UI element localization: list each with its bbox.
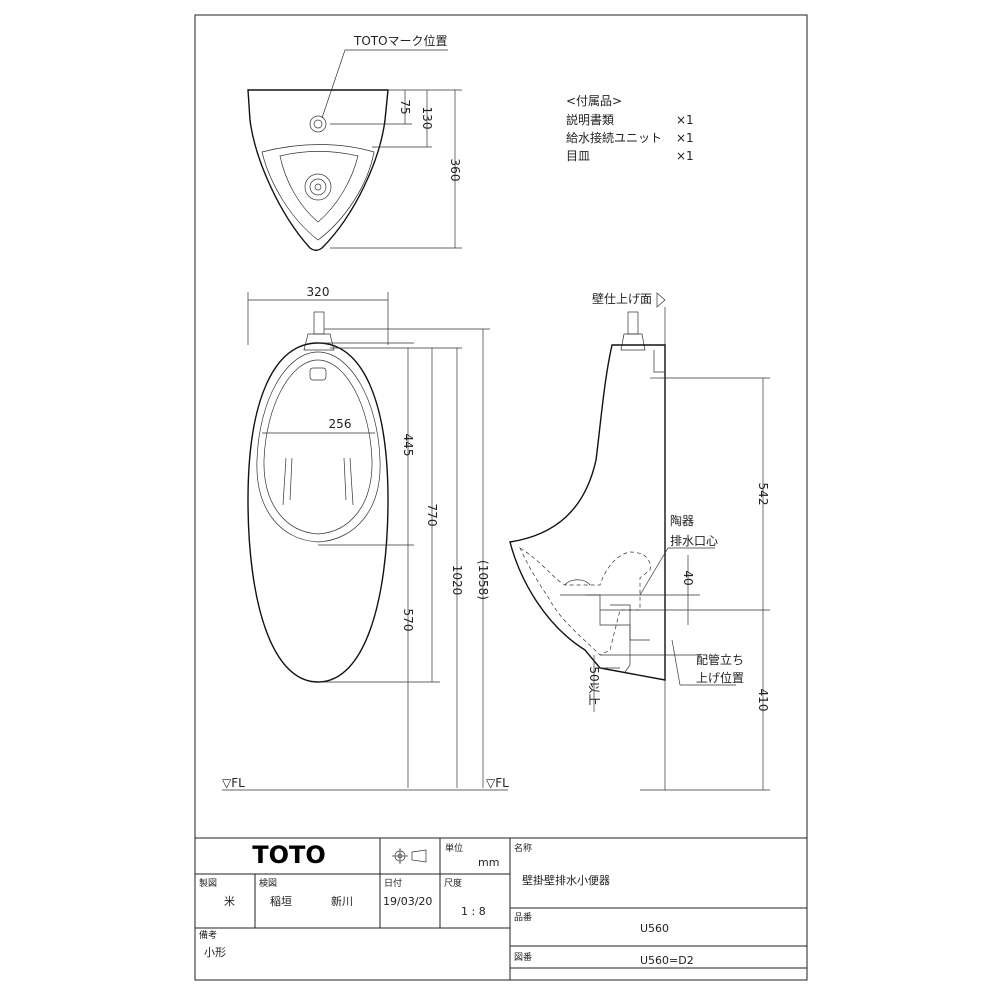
drawing-label: 図番 xyxy=(514,951,532,963)
top-view-bowl xyxy=(261,144,375,241)
check-value-1: 稲垣 xyxy=(270,895,292,908)
top-view-bowl-inner xyxy=(279,151,359,223)
check-label: 検図 xyxy=(259,877,277,889)
dim-570: 570 xyxy=(401,609,415,632)
remarks-value: 小形 xyxy=(204,946,226,959)
accessory-qty: ×1 xyxy=(676,131,694,145)
supply-spud xyxy=(303,333,335,351)
outlet-label-2: 排水口心 xyxy=(670,534,718,548)
side-supply-pipe xyxy=(627,311,639,335)
drawing-value: U560=D2 xyxy=(640,954,694,967)
outlet-label-1: 陶器 xyxy=(670,513,694,528)
accessory-qty: ×1 xyxy=(676,149,694,163)
design-label: 製図 xyxy=(199,877,217,889)
fl-label-mid: ▽FL xyxy=(486,776,509,790)
dim-360: 360 xyxy=(448,159,462,182)
drain-inner-circle xyxy=(314,183,322,191)
dim-256: 256 xyxy=(329,417,352,431)
title-block: TOTO 単位 mm 名称 壁掛壁排水小便器 製図 米 検図 稲垣 新川 日付 … xyxy=(194,837,808,981)
front-view: 320 256 445 570 770 1020 (1058) xyxy=(222,285,509,791)
top-view: TOTOマーク位置 75 130 360 xyxy=(247,33,462,251)
toto-mark-leader xyxy=(321,49,448,119)
dim-1058: (1058) xyxy=(476,560,490,600)
wall-finish-label: 壁仕上げ面 xyxy=(592,291,652,306)
side-view-outline xyxy=(509,344,666,681)
drain-mid-circle xyxy=(309,178,327,196)
dim-410: 410 xyxy=(756,689,770,712)
check-value-2: 新川 xyxy=(331,894,353,908)
front-view-bowl-inner xyxy=(263,359,373,535)
toto-logo: TOTO xyxy=(252,841,326,869)
accessory-qty: ×1 xyxy=(676,113,694,127)
dim-320: 320 xyxy=(307,285,330,299)
dim-130: 130 xyxy=(420,107,434,130)
remarks-label: 備考 xyxy=(199,929,217,941)
accessories-heading: <付属品> xyxy=(566,94,622,108)
name-label: 名称 xyxy=(514,842,532,854)
dim-75: 75 xyxy=(398,99,412,114)
dim-50-min: 50以上 xyxy=(587,666,601,705)
spreader xyxy=(309,367,327,381)
product-label: 品番 xyxy=(514,911,532,923)
side-view: 壁仕上げ面 陶器 排水口心 542 410 40 50以上 配管 xyxy=(509,291,770,791)
date-value: 19/03/20 xyxy=(383,895,432,908)
fl-label-left: ▽FL xyxy=(222,776,245,790)
unit-label: 単位 xyxy=(445,842,463,854)
drain-outer-circle xyxy=(304,173,332,201)
toto-mark-label: TOTOマーク位置 xyxy=(353,33,448,48)
trap-internal xyxy=(519,547,651,656)
date-label: 日付 xyxy=(384,878,402,889)
front-view-bowl-rim xyxy=(256,351,381,543)
dim-40: 40 xyxy=(681,570,695,585)
riser-label-1: 配管立ち xyxy=(696,652,744,667)
top-view-supply-center xyxy=(313,119,323,129)
accessories-list: <付属品> 説明書類 ×1 給水接続ユニット ×1 目皿 ×1 xyxy=(566,94,694,163)
accessory-name: 給水接続ユニット xyxy=(566,130,662,145)
wall-finish-marker xyxy=(656,292,666,308)
name-value: 壁掛壁排水小便器 xyxy=(522,873,610,887)
front-view-outline xyxy=(247,342,389,683)
dim-1020: 1020 xyxy=(450,565,464,596)
scale-label: 尺度 xyxy=(444,877,462,889)
dim-542: 542 xyxy=(756,483,770,506)
top-view-supply-ring xyxy=(309,115,327,133)
accessory-name: 説明書類 xyxy=(566,112,614,127)
riser-label-2: 上げ位置 xyxy=(696,670,744,685)
supply-pipe xyxy=(313,311,325,335)
product-value: U560 xyxy=(640,922,669,935)
design-value: 米 xyxy=(224,895,235,908)
unit-value: mm xyxy=(478,856,499,869)
dim-770: 770 xyxy=(425,504,439,527)
drawing-frame xyxy=(194,14,808,981)
accessory-name: 目皿 xyxy=(566,149,590,163)
top-view-outline xyxy=(247,89,389,251)
dim-445: 445 xyxy=(401,434,415,457)
scale-value: 1 : 8 xyxy=(461,905,486,918)
projection-symbol xyxy=(392,848,427,864)
